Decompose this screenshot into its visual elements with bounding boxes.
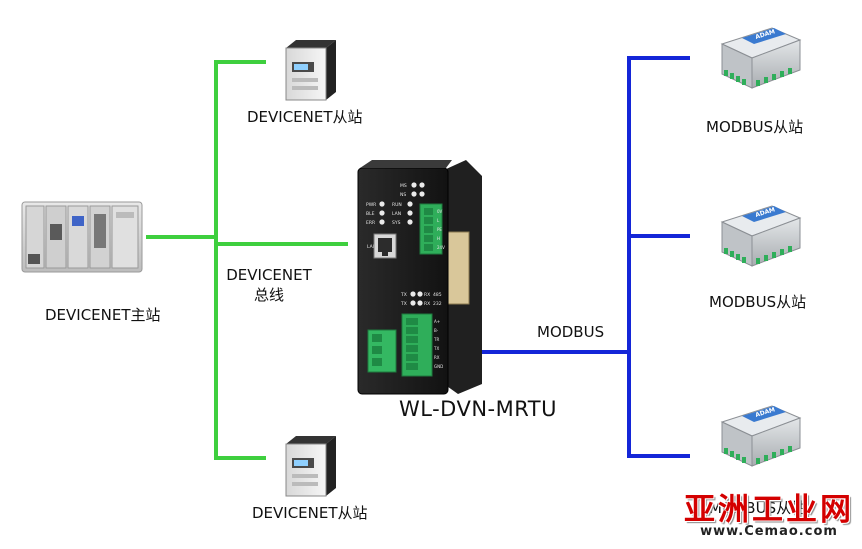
led-label-485: 485 (433, 292, 442, 298)
led-label-tx1: TX (400, 292, 407, 298)
adam-module-icon: ADAM (720, 405, 802, 467)
term-label-tx: TX (433, 346, 439, 351)
term-label-pe: PE (437, 227, 442, 232)
term-label-0v: 0V (437, 209, 443, 214)
term-label-h: H (437, 236, 440, 241)
led-label-ble: BLE (366, 211, 375, 217)
gateway-device-icon: MS NS PWR RUN BLE LAN ERR SYS LAN TX RX … (357, 160, 482, 395)
modbus-bus-label: MODBUS (537, 323, 605, 341)
master-label: DEVICENET主站 (45, 306, 161, 324)
term-label-tr: TR (433, 337, 439, 342)
mb-slave-mid-label: MODBUS从站 (709, 293, 807, 311)
lan-port-label: LAN (367, 244, 376, 250)
devicenet-bus (146, 60, 348, 460)
term-label-b: B- (434, 328, 439, 333)
devicenet-bus-label: DEVICENET 总线 (224, 266, 314, 305)
led-label-tx2: TX (400, 301, 407, 307)
mb-slave-bottom-label: MODBUS从站 (709, 499, 807, 517)
dn-slave-bottom-label: DEVICENET从站 (252, 504, 368, 522)
watermark-url: www.Cemao.com (700, 524, 838, 539)
led-label-ms: MS (400, 183, 407, 189)
modbus-bus (482, 56, 690, 458)
mb-slave-top-label: MODBUS从站 (706, 118, 804, 136)
watermark: 亚洲工业网 www.Cemao.com (680, 484, 858, 546)
devicenet-drive-icon (285, 40, 336, 101)
led-label-232: 232 (433, 301, 442, 307)
term-label-a: A+ (434, 319, 440, 324)
adam-module-icon: ADAM (720, 27, 802, 89)
led-label-rx1: RX (424, 292, 430, 298)
dn-slave-top-label: DEVICENET从站 (247, 108, 363, 126)
plc-master-icon (21, 201, 143, 273)
led-label-err: ERR (366, 220, 375, 226)
led-label-sys: SYS (392, 220, 401, 226)
led-label-pwr: PWR (366, 202, 376, 208)
gateway-model-label: WL-DVN-MRTU (399, 397, 558, 421)
devicenet-bus-label-line2: 总线 (253, 286, 284, 304)
led-label-lan: LAN (392, 211, 401, 217)
term-label-rx: RX (434, 355, 440, 360)
devicenet-drive-icon (285, 436, 336, 497)
watermark-title: 亚洲工业网 (684, 492, 854, 528)
devicenet-bus-label-line1: DEVICENET (226, 266, 312, 284)
led-label-run: RUN (392, 202, 402, 208)
term-label-gnd: GND (434, 364, 443, 369)
led-label-rx2: RX (424, 301, 430, 307)
term-label-24v: 24V (437, 245, 445, 250)
term-label-l: L (437, 218, 440, 223)
led-label-ns: NS (400, 192, 406, 198)
adam-module-icon: ADAM (720, 205, 802, 267)
